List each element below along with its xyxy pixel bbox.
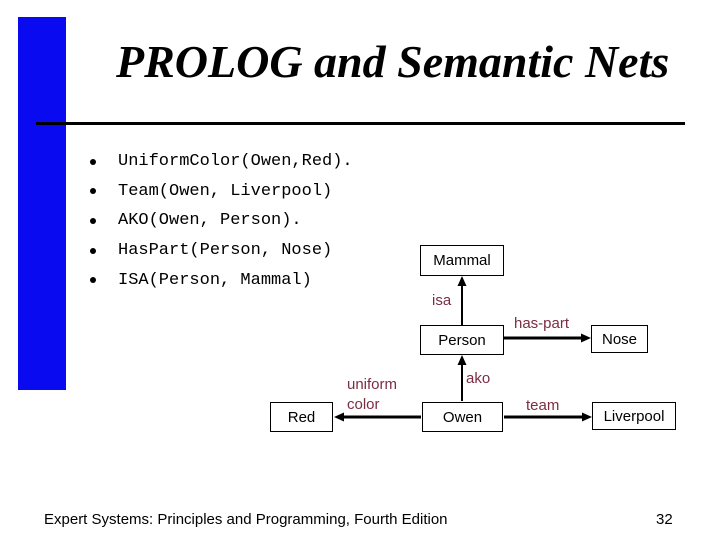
page-number: 32	[656, 511, 673, 528]
list-item: ISA(Person, Mammal)	[90, 265, 510, 295]
node-liverpool: Liverpool	[592, 402, 676, 430]
footer-text: Expert Systems: Principles and Programmi…	[44, 511, 448, 528]
list-item: HasPart(Person, Nose)	[90, 236, 510, 266]
bullet-text: HasPart(Person, Nose)	[118, 241, 333, 261]
bullet-icon	[90, 247, 96, 254]
edge-label-ako: ako	[466, 370, 491, 387]
edge-label-uniform-color: uniform color	[347, 376, 398, 414]
page-title: PROLOG and Semantic Nets	[116, 36, 670, 87]
list-item: Team(Owen, Liverpool)	[90, 177, 510, 207]
arrow-person-to-nose	[504, 333, 591, 343]
list-item: AKO(Owen, Person).	[90, 206, 510, 236]
bullet-text: ISA(Person, Mammal)	[118, 270, 312, 290]
bullet-icon	[90, 188, 96, 195]
node-mammal: Mammal	[420, 245, 504, 276]
edge-label-isa: isa	[432, 292, 452, 309]
title-underline	[36, 122, 685, 125]
bullet-text: Team(Owen, Liverpool)	[118, 181, 333, 201]
node-red: Red	[270, 402, 333, 432]
bullet-list: UniformColor(Owen,Red). Team(Owen, Liver…	[90, 147, 510, 295]
list-item: UniformColor(Owen,Red).	[90, 147, 510, 177]
bullet-text: UniformColor(Owen,Red).	[118, 152, 353, 172]
bullet-icon	[90, 217, 96, 224]
edge-label-has-part: has-part	[514, 315, 570, 332]
bullet-icon	[90, 158, 96, 165]
bullet-icon	[90, 277, 96, 284]
node-owen: Owen	[422, 402, 503, 432]
node-nose: Nose	[591, 325, 648, 353]
bullet-text: AKO(Owen, Person).	[118, 211, 302, 231]
edge-label-team: team	[526, 397, 560, 414]
accent-bar	[18, 17, 66, 390]
node-person: Person	[420, 325, 504, 355]
